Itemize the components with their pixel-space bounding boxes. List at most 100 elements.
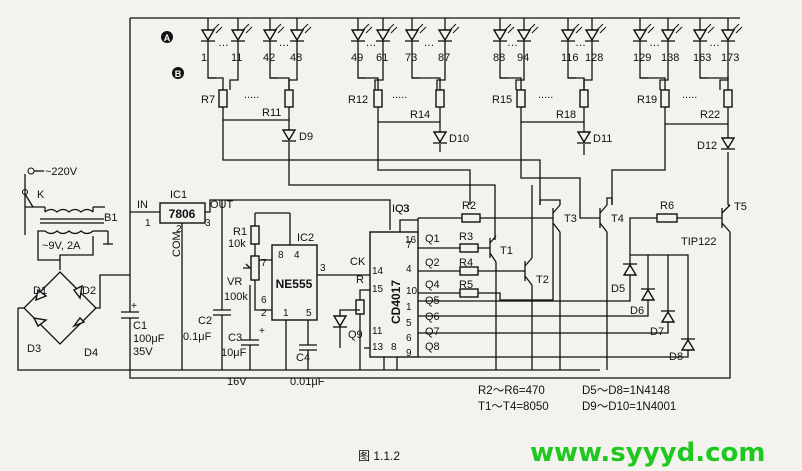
led-symbol [516,29,532,42]
transformer-secondary [44,230,94,235]
led-number: 116 [561,52,579,64]
resistor-r19 [660,89,670,108]
regulator-com: COM [171,231,183,257]
output-pin-q6: 5 [406,318,412,329]
watermark-text: www.syyyd.com [530,438,765,468]
label-t2: T2 [536,274,549,286]
collector-diodes: D9 D10 D11 D12 [281,129,736,152]
regulator-name: IC1 [170,189,187,201]
label-d12: D12 [697,140,717,152]
note-transistors: T1～T4=8050 [478,401,549,413]
label-r4: R4 [459,257,473,269]
led-symbol [660,29,676,42]
led-ellipsis: … [218,37,229,49]
c1-name: C1 [133,320,147,332]
resistor-r18 [579,89,589,108]
led-number: 61 [376,52,388,64]
led-symbol [200,29,216,42]
label-t3: T3 [564,213,577,225]
timer-body [271,244,318,321]
label-r18: R18 [556,109,576,121]
timer-ic2: R1 10k VR 100k NE555 IC2 8 4 7 3 6 2 1 5… [221,212,370,388]
label-d6: D6 [630,305,644,317]
r-label: R [356,274,364,286]
diode-d11 [576,131,592,144]
resistor-reset [355,299,365,315]
bank-wiring [222,107,729,240]
label-t4: T4 [611,213,624,225]
c3-value: 10μF [221,347,247,359]
led-symbol [262,29,278,42]
diode-d1 [35,288,48,302]
led-symbol [492,29,508,42]
node-b-marker [172,67,184,79]
label-r6: R6 [660,200,674,212]
bridge-rectifier: D1 D2 D3 D4 [17,271,600,371]
led-number: 129 [633,52,651,64]
c2-name: C2 [198,315,212,327]
figure-caption: 图 1.1.2 [358,449,400,463]
output-pin-q2: 4 [406,264,412,275]
label-d7: D7 [650,326,664,338]
label-t5: T5 [734,201,747,213]
output-label-q1: Q1 [425,233,440,245]
timer-pin8: 8 [278,250,284,261]
label-d2: D2 [82,285,96,297]
vr-name: VR [227,276,242,288]
mains-input: ~220V K B1 ~9V, 2A [22,166,117,270]
note-resistors: R2～R6=470 [478,385,545,397]
led-number: 73 [405,52,417,64]
counter-pin16: 16 [405,235,417,246]
resistor-r15 [516,89,526,108]
c3-name: C3 [228,332,242,344]
timer-pin7: 7 [261,258,267,269]
led-symbol [437,29,453,42]
regulator-in: IN [137,199,148,211]
resistor-r22 [723,89,733,108]
regulator-pin2: 2 [176,224,182,235]
rail-voltage: 16V [227,376,247,388]
led-symbol [632,29,648,42]
diode-d7 [660,310,676,323]
dots-r15: ..... [538,89,553,101]
led-number: 48 [290,52,302,64]
led-number: 49 [351,52,363,64]
r1-value: 10k [228,238,246,250]
label-r11: R11 [262,107,281,119]
counter-body [369,231,419,358]
regulator-ic1: 7806 IC1 IN OUT 1 3 2 COM C2 0.1μF 16V [137,189,391,388]
led-number: 94 [517,52,529,64]
led-symbol [720,29,736,42]
timer-pin2: 2 [261,308,267,319]
diode-d4 [71,316,86,328]
label-t1: T1 [500,245,513,257]
led-symbol [350,29,366,42]
resistor-r12 [373,89,383,108]
transformer-primary [44,208,94,213]
led-ellipsis: … [507,37,518,49]
output-label-q6: Q6 [425,311,440,323]
secondary-rating: ~9V, 2A [42,240,81,252]
output-label-q7: Q7 [425,326,440,338]
resistor-r14 [435,89,445,108]
label-d1: D1 [33,285,47,297]
c1-value: 100μF [133,333,165,345]
counter-ic3: CD4017 IC3 14 15 11 13 8 16 R Q9 [332,203,419,370]
timer-part: NE555 [276,277,313,291]
label-r22: R22 [700,109,720,121]
resistor-r6 [656,213,678,223]
driver-stage: R2 T3 T4 R3 T1 R4 [129,185,747,379]
label-d8: D8 [669,351,683,363]
led-symbol [404,29,420,42]
label-r2: R2 [462,200,476,212]
led-symbol [584,29,600,42]
counter-pin14: 14 [372,266,384,277]
label-r19: R19 [637,94,657,106]
led-symbol [692,29,708,42]
led-symbol [375,29,391,42]
